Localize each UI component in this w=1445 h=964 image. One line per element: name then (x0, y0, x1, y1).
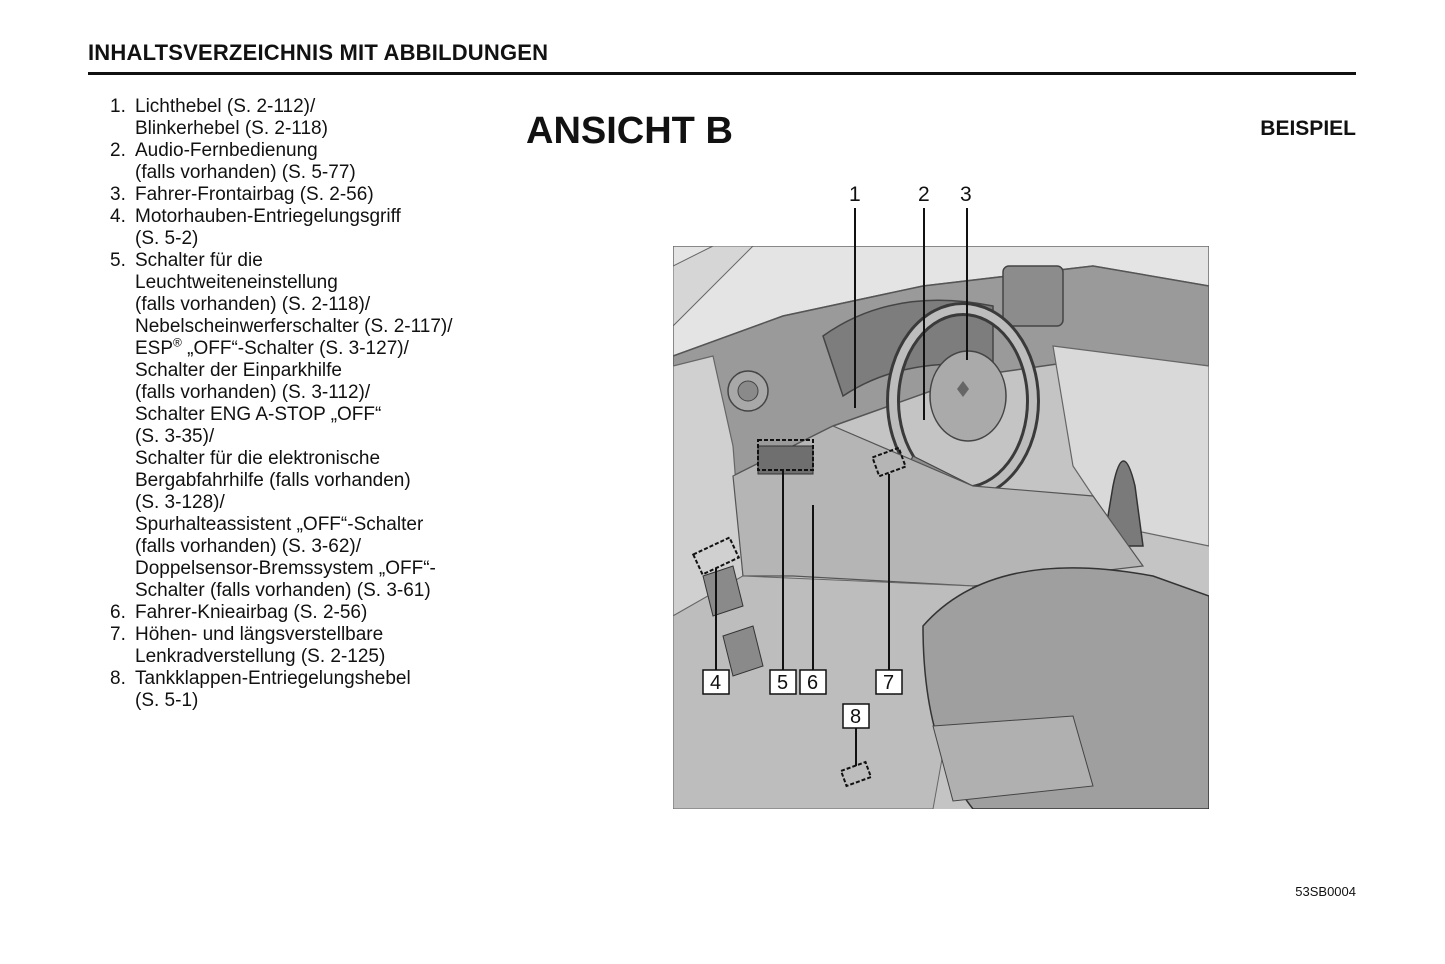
callout-6-label: 6 (807, 672, 818, 694)
legend-text: Schalter für die Leuchtweiteneinstellung… (135, 250, 453, 602)
esp-label: ESP (135, 338, 174, 359)
legend-item: 5. Schalter für die Leuchtweiteneinstell… (110, 250, 453, 602)
example-label: BEISPIEL (1260, 117, 1356, 140)
header-rule (88, 72, 1356, 75)
legend-list: 1. Lichthebel (S. 2-112)/ Blinkerhebel (… (110, 96, 453, 712)
view-title: ANSICHT B (526, 110, 733, 152)
legend-line: Schalter für die (135, 250, 263, 271)
legend-item: 6. Fahrer-Knieairbag (S. 2-56) (110, 602, 453, 624)
legend-line: Fahrer-Knieairbag (S. 2-56) (135, 602, 368, 623)
callout-7-marker (871, 446, 907, 478)
legend-line: (falls vorhanden) (S. 3-62)/ (135, 536, 361, 557)
legend-line: (falls vorhanden) (S. 5-77) (135, 162, 356, 183)
legend-number: 3. (110, 184, 126, 205)
esp-rest: „OFF“-Schalter (S. 3-127)/ (181, 338, 409, 359)
registered-mark: ® (173, 335, 182, 350)
legend-line: Schalter ENG A-STOP „OFF“ (135, 404, 382, 425)
legend-line: Bergabfahrhilfe (falls vorhanden) (135, 470, 411, 491)
page-title: INHALTSVERZEICHNIS MIT ABBILDUNGEN (88, 40, 549, 65)
legend-line: (S. 5-1) (135, 690, 199, 711)
legend-text: Fahrer-Frontairbag (S. 2-56) (135, 184, 374, 206)
legend-line: Lichthebel (S. 2-112)/ (135, 96, 316, 117)
image-code: 53SB0004 (1295, 884, 1356, 899)
legend-item: 3. Fahrer-Frontairbag (S. 2-56) (110, 184, 453, 206)
car-interior-drawing (673, 246, 1209, 809)
legend-number: 7. (110, 624, 126, 645)
legend-line: Schalter für die elektronische (135, 448, 381, 469)
callout-8-label: 8 (850, 706, 861, 728)
legend-line: (falls vorhanden) (S. 2-118)/ (135, 294, 371, 315)
callout-6-box (799, 669, 827, 695)
legend-number: 1. (110, 96, 126, 117)
legend-item: 4. Motorhauben-Entriegelungsgriff (S. 5-… (110, 206, 453, 250)
legend-line: Schalter (falls vorhanden) (S. 3-61) (135, 580, 431, 601)
car-interior-illustration (673, 246, 1209, 809)
legend-item: 7. Höhen- und längsverstellbare Lenkradv… (110, 624, 453, 668)
legend-text: Audio-Fernbedienung (falls vorhanden) (S… (135, 140, 356, 184)
callout-2-label: 2 (918, 183, 930, 206)
legend-line: Blinkerhebel (S. 2-118) (135, 118, 328, 139)
legend-item: 2. Audio-Fernbedienung (falls vorhanden)… (110, 140, 453, 184)
callout-5-box (769, 669, 797, 695)
legend-line: (S. 3-35)/ (135, 426, 215, 447)
legend-line: Nebelscheinwerferschalter (S. 2-117)/ (135, 316, 453, 337)
legend-number: 4. (110, 206, 126, 227)
legend-line: Leuchtweiteneinstellung (135, 272, 338, 293)
callout-8-marker (839, 760, 873, 788)
legend-item: 1. Lichthebel (S. 2-112)/ Blinkerhebel (… (110, 96, 453, 140)
legend-text: Motorhauben-Entriegelungsgriff (S. 5-2) (135, 206, 401, 250)
legend-line: Höhen- und längsverstellbare (135, 624, 384, 645)
callout-7-box (875, 669, 903, 695)
legend-line: Lenkradverstellung (S. 2-125) (135, 646, 386, 667)
legend-line: Motorhauben-Entriegelungsgriff (135, 206, 401, 227)
legend-line: Spurhalteassistent „OFF“-Schalter (135, 514, 424, 535)
legend-line: (S. 3-128)/ (135, 492, 225, 513)
legend-line: Doppelsensor-Bremssystem „OFF“- (135, 558, 436, 579)
legend-text: Fahrer-Knieairbag (S. 2-56) (135, 602, 367, 624)
legend-line: (S. 5-2) (135, 228, 199, 249)
legend-number: 8. (110, 668, 126, 689)
legend-line: ESP® „OFF“-Schalter (S. 3-127)/ (135, 335, 453, 360)
callout-5-label: 5 (777, 672, 788, 694)
legend-number: 2. (110, 140, 126, 161)
legend-line: Schalter der Einparkhilfe (135, 360, 342, 381)
legend-line: Fahrer-Frontairbag (S. 2-56) (135, 184, 374, 205)
legend-line: (falls vorhanden) (S. 3-112)/ (135, 382, 371, 403)
legend-text: Tankklappen-Entriegelungshebel (S. 5-1) (135, 668, 411, 712)
callout-4-marker (691, 536, 741, 576)
legend-line: Audio-Fernbedienung (135, 140, 318, 161)
callout-4-box (702, 669, 730, 695)
legend-number: 5. (110, 250, 126, 271)
callout-3-label: 3 (960, 183, 972, 206)
callout-1-label: 1 (849, 183, 861, 206)
callout-7-label: 7 (883, 672, 894, 694)
legend-item: 8. Tankklappen-Entriegelungshebel (S. 5-… (110, 668, 453, 712)
legend-number: 6. (110, 602, 126, 623)
legend-line: Tankklappen-Entriegelungshebel (135, 668, 411, 689)
legend-text: Höhen- und längsverstellbare Lenkradvers… (135, 624, 385, 668)
callout-5-marker (757, 439, 814, 471)
callout-4-label: 4 (710, 672, 721, 694)
legend-text: Lichthebel (S. 2-112)/ Blinkerhebel (S. … (135, 96, 328, 140)
